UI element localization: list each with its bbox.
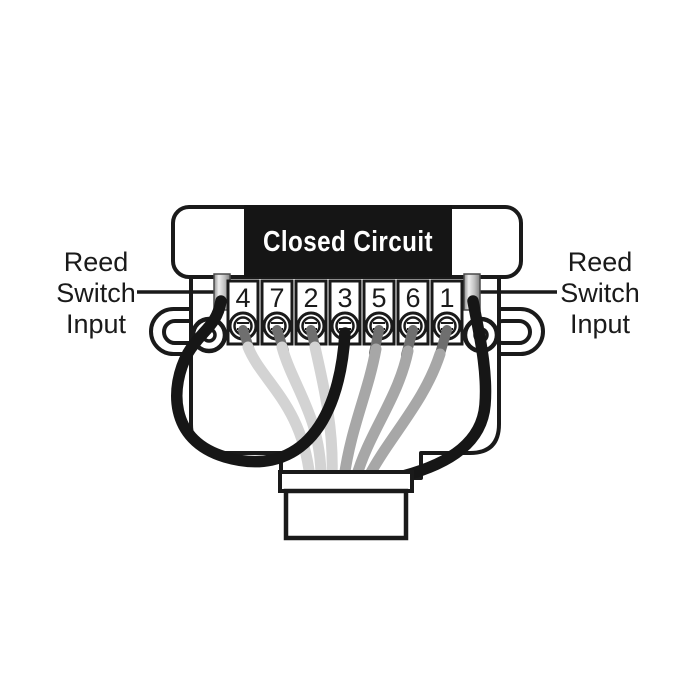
svg-text:Reed: Reed	[64, 247, 129, 277]
cable-clamp-body	[283, 488, 409, 541]
terminal-number: 2	[303, 283, 318, 313]
reed-switch-label-right: Reed Switch Input	[560, 247, 640, 339]
terminal-3: 3	[328, 279, 362, 346]
terminal-number: 6	[405, 283, 420, 313]
svg-text:Switch: Switch	[560, 278, 640, 308]
svg-text:Input: Input	[570, 309, 631, 339]
black-jumper-left-pin-to-terminal-3	[171, 295, 351, 468]
terminal-number: 5	[371, 283, 386, 313]
wire-terminal-4	[242, 341, 316, 484]
closed-circuit-banner	[244, 205, 452, 277]
wire-terminal-5	[338, 343, 382, 484]
black-wire-right-pin-to-cable	[397, 295, 492, 482]
wire-terminal-6	[350, 345, 414, 484]
wire-terminal-7	[276, 341, 327, 484]
terminal-2: 2	[294, 279, 328, 346]
terminal-number: 1	[439, 283, 454, 313]
svg-text:Input: Input	[66, 309, 127, 339]
reed-switch-label-left: Reed Switch Input	[56, 247, 136, 339]
terminal-number: 3	[337, 283, 352, 313]
terminal-7: 7	[260, 279, 294, 346]
terminal-number: 7	[269, 283, 284, 313]
medium-gray-wires	[338, 343, 446, 484]
svg-text:Reed: Reed	[568, 247, 633, 277]
black-wires	[171, 295, 492, 482]
cable-gland-flange	[278, 470, 414, 493]
wire-terminal-1	[362, 348, 446, 484]
svg-text:Switch: Switch	[56, 278, 136, 308]
terminal-number: 4	[235, 283, 250, 313]
banner-label: Closed Circuit	[263, 226, 433, 258]
